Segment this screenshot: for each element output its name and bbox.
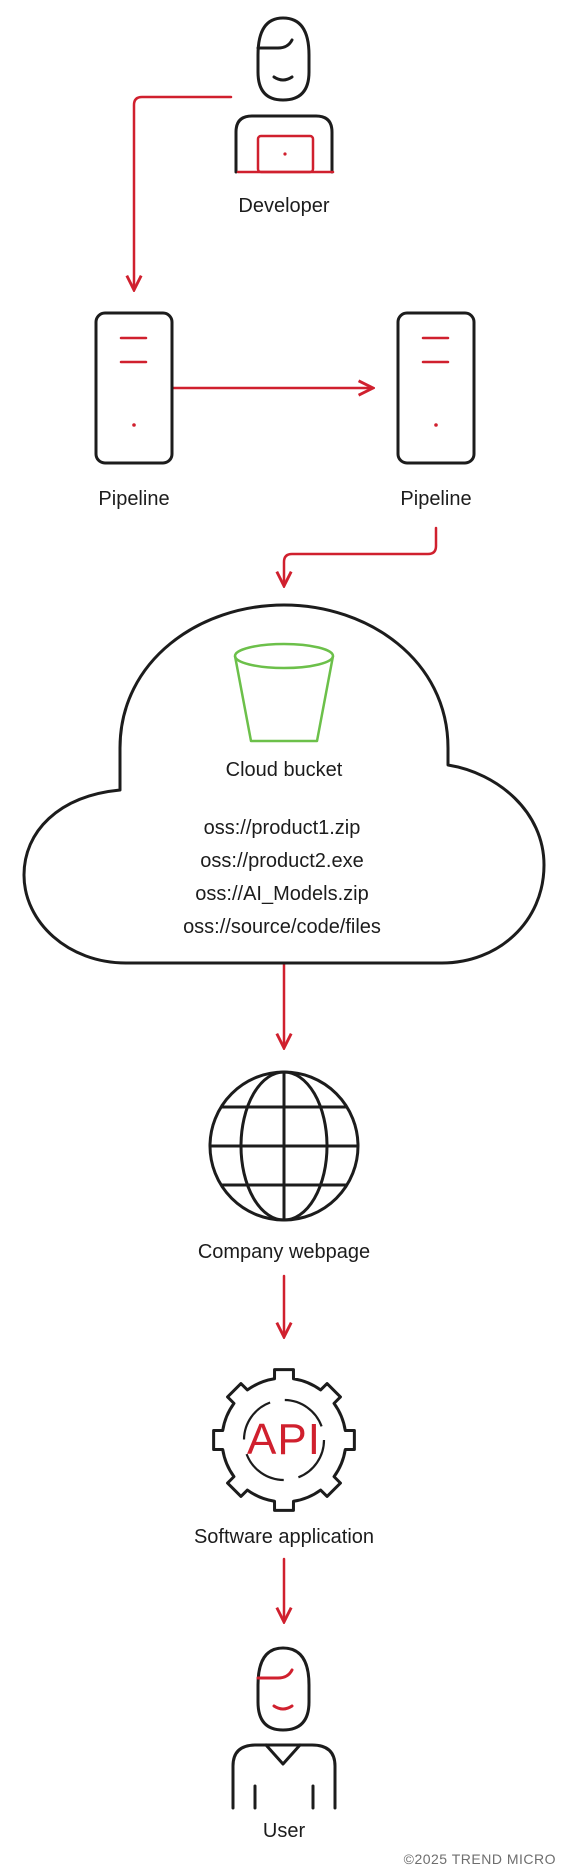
arrow-icon xyxy=(284,526,438,586)
bucket-path: oss://AI_Models.zip xyxy=(195,883,369,905)
flow-arrows xyxy=(134,95,438,1622)
laptop-icon xyxy=(236,134,335,174)
bucket-path: oss://product1.zip xyxy=(203,817,361,839)
arrow-icon xyxy=(134,95,233,290)
bucket-icon xyxy=(233,642,335,743)
server-icon xyxy=(396,311,476,465)
api-badge: API xyxy=(247,1415,321,1464)
globe-icon xyxy=(208,1070,360,1222)
person-icon xyxy=(256,16,311,102)
software-application-label: Software application xyxy=(193,1526,375,1548)
pipeline-right-label: Pipeline xyxy=(400,488,472,510)
user-icon xyxy=(231,1646,337,1810)
server-icon xyxy=(94,311,174,465)
bucket-path: oss://source/code/files xyxy=(183,916,381,938)
company-webpage-label: Company webpage xyxy=(197,1241,371,1263)
bucket-path: oss://product2.exe xyxy=(200,850,364,872)
cloud-bucket-label: Cloud bucket xyxy=(225,759,343,781)
pipeline-left-label: Pipeline xyxy=(98,488,170,510)
cloud-icon xyxy=(22,603,546,965)
developer-label: Developer xyxy=(238,195,330,217)
copyright-footer: ©2025 TREND MICRO xyxy=(403,1851,556,1867)
person-icon xyxy=(256,1646,311,1732)
developer-icon xyxy=(234,16,335,174)
gear-icon xyxy=(212,1368,356,1512)
user-label: User xyxy=(262,1820,306,1842)
